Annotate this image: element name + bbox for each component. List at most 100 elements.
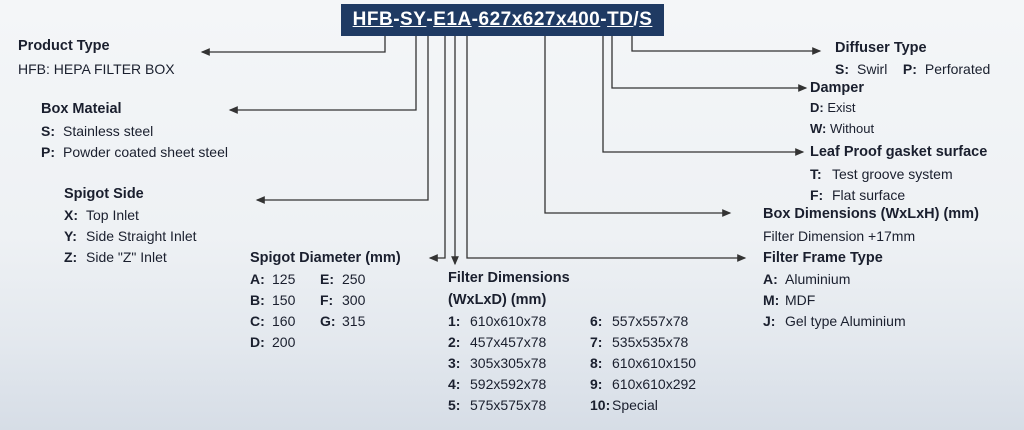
value: 250 [342,271,366,287]
arrow-box-dimensions [544,36,732,217]
key: P: [902,61,917,77]
key: J: [763,313,776,329]
key: 8: [590,355,603,371]
value: Perforated [924,61,991,77]
key: 6: [590,313,603,329]
key: 1: [448,313,461,329]
spigot-diameter-item: G: 315 [320,313,365,329]
filter-dimension-item: 4:592x592x78 [448,376,546,392]
value: Special [612,397,658,413]
arrow-gasket [602,36,805,156]
value: 315 [342,313,366,329]
filter-dimension-item: 7: 535x535x78 [590,334,688,350]
filter-dimension-item: 6:557x557x78 [590,313,688,329]
key: 10: [590,397,611,413]
code-part: S [639,9,653,30]
spigot-diameter-item: F: 300 [320,292,365,308]
filter-dimension-item: 2: 457x457x78 [448,334,546,350]
filter-dimension-item: 10:Special [590,397,658,413]
value: 575x575x78 [470,397,547,413]
box-material-item: P: Powder coated sheet steel [41,144,228,160]
value: Flat surface [832,187,906,203]
arrow-box-material [228,36,417,114]
filter-frame-item: A:Aluminium [763,271,850,287]
filter-frame-item: J: Gel type Aluminium [763,313,906,329]
filter-dimension-item: 1:610x610x78 [448,313,546,329]
key: 2: [448,334,461,350]
spigot-side-item: X:Top Inlet [64,207,139,223]
value: Gel type Aluminium [785,313,906,329]
key: Z: [64,249,78,265]
value: Side Straight Inlet [86,228,197,244]
code-part: HFB [352,9,394,30]
filter-frame-item: M:MDF [763,292,815,308]
filter-frame-title: Filter Frame Type [763,250,883,266]
key: 3: [448,355,461,371]
spigot-diameter-item: B: 150 [250,292,295,308]
code-part: E1A [433,9,472,30]
value: Side "Z" Inlet [86,249,167,265]
value: 535x535x78 [612,334,689,350]
value: 305x305x78 [470,355,547,371]
code-part: TD [607,9,634,30]
key: G: [320,313,336,329]
spigot-diameter-item: D: 200 [250,334,295,350]
key: A: [250,271,265,287]
key: W: [810,121,827,136]
key: S: [41,123,55,139]
product-code: HFB-SY-E1A-627x627x400-TD/S [341,4,664,36]
arrow-spigot-side [255,36,429,204]
arrow-damper [611,36,808,92]
code-sep: - [600,9,608,30]
filter-dimensions-title: Filter Dimensions [448,270,570,286]
diffuser-type-title: Diffuser Type [835,40,927,56]
key: 5: [448,397,461,413]
gasket-item: F: Flat surface [810,187,905,203]
value: 300 [342,292,366,308]
spigot-side-item: Z: Side "Z" Inlet [64,249,167,265]
arrow-spigot-diameter [428,36,446,262]
filter-dimension-item: 5: 575x575x78 [448,397,546,413]
filter-dimension-item: 9:610x610x292 [590,376,696,392]
damper-title: Damper [810,80,864,96]
code-sep: - [471,9,479,30]
value: Powder coated sheet steel [63,144,228,160]
value: Swirl [857,61,888,77]
key: S: [835,61,849,77]
gasket-item: T:Test groove system [810,166,953,182]
key: D: [250,334,265,350]
diffuser-type-items: S: Swirl P: Perforated [835,61,990,77]
value: 457x457x78 [470,334,547,350]
arrow-diffuser [631,36,822,55]
key: 7: [590,334,603,350]
key: P: [41,144,55,160]
code-part: SY [400,9,427,30]
value: Top Inlet [86,207,139,223]
key: 4: [448,376,461,392]
arrow-product-type [200,36,386,56]
key: C: [250,313,265,329]
spigot-side-item: Y:Side Straight Inlet [64,228,197,244]
code-sep: - [393,9,401,30]
key: B: [250,292,265,308]
value: 150 [272,292,296,308]
value: Stainless steel [63,123,154,139]
value: 125 [272,271,296,287]
key: F: [320,292,334,308]
value: 610x610x150 [612,355,697,371]
spigot-diameter-item: E:250 [320,271,365,287]
value: 160 [272,313,296,329]
key: M: [763,292,780,308]
code-sep: / [633,9,640,30]
value: 200 [272,334,296,350]
spigot-diameter-title: Spigot Diameter (mm) [250,250,401,266]
value: Test groove system [832,166,953,182]
spigot-diameter-item: C: 160 [250,313,295,329]
code-sep: - [426,9,434,30]
box-dimensions-title: Box Dimensions (WxLxH) (mm) [763,206,979,222]
damper-item: D: Exist [810,100,856,115]
value: Aluminium [785,271,851,287]
gasket-title: Leaf Proof gasket surface [810,144,988,160]
key: F: [810,187,824,203]
